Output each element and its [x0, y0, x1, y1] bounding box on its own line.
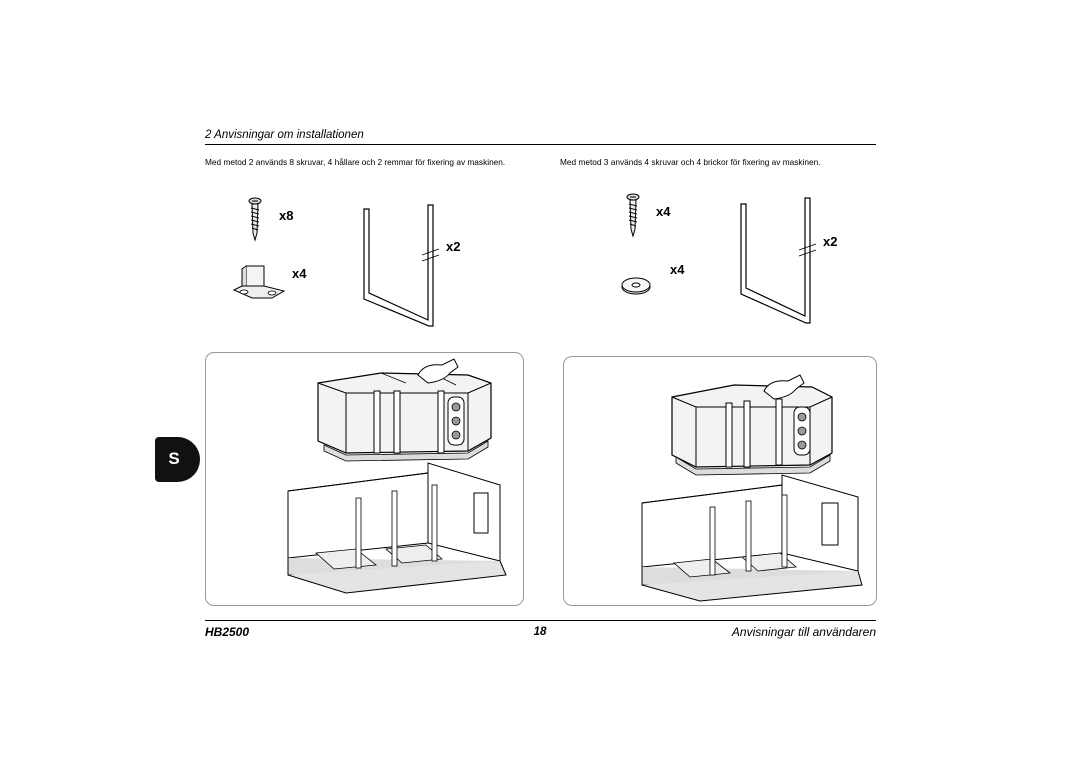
- method3-washer-quantity: x4: [670, 262, 685, 277]
- installation-drawing: [287, 358, 507, 594]
- method2-holder-quantity: x4: [292, 266, 307, 281]
- method3-description: Med metod 3 används 4 skruvar och 4 bric…: [560, 157, 821, 167]
- installation-drawing: [641, 374, 863, 602]
- language-tab-edge: [155, 437, 177, 482]
- screw-icon: [626, 193, 640, 238]
- section-header: 2 Anvisningar om installationen: [205, 129, 876, 145]
- washer-icon: [621, 277, 651, 295]
- language-tab-letter: S: [168, 449, 180, 468]
- footer-model: HB2500: [205, 625, 250, 639]
- method2-installation-illustration: [205, 352, 524, 606]
- method3-installation-illustration: [563, 356, 877, 606]
- footer-page-number: 18: [533, 626, 547, 638]
- footer-title: Anvisningar till användaren: [731, 625, 876, 639]
- strap-icon: [363, 204, 440, 327]
- screw-icon: [248, 197, 262, 242]
- footer-rule: [205, 620, 876, 621]
- method2-description: Med metod 2 används 8 skruvar, 4 hållare…: [205, 157, 506, 167]
- method2-strap-quantity: x2: [446, 239, 461, 254]
- method3-screw-quantity: x4: [656, 204, 671, 219]
- method3-strap-quantity: x2: [823, 234, 838, 249]
- method2-screw-quantity: x8: [279, 208, 294, 223]
- strap-icon: [740, 197, 817, 324]
- holder-bracket-icon: [232, 265, 286, 299]
